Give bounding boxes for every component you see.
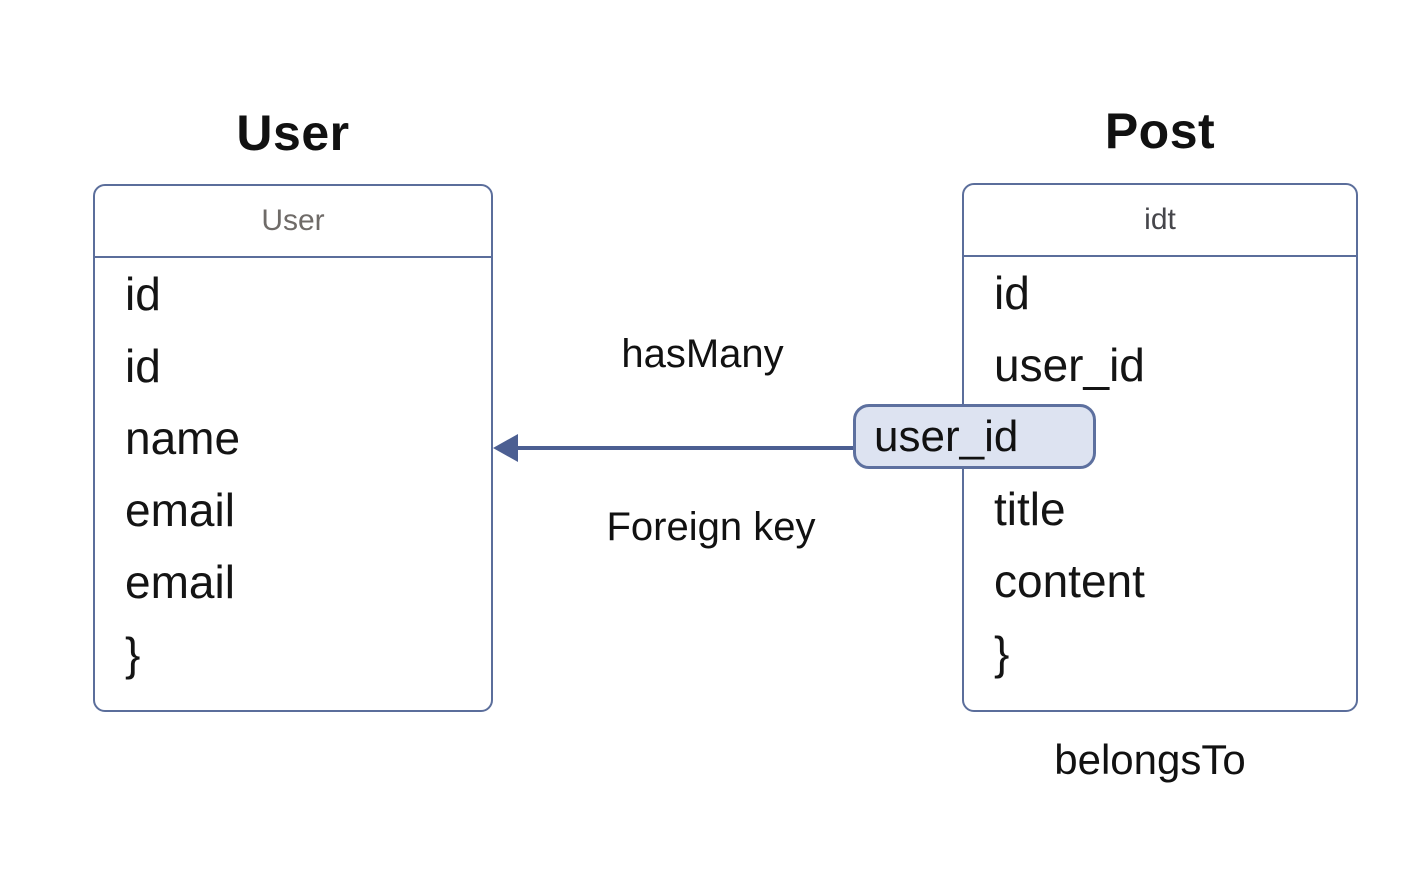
foreign-key-label: Foreign key — [606, 505, 816, 549]
user-entity-title: User — [236, 105, 350, 161]
user-table-header: User — [95, 186, 491, 258]
post-field-id: id — [994, 267, 1030, 319]
user-table-box: User id id name email email } — [93, 184, 493, 712]
foreign-key-arrowhead-icon — [493, 434, 518, 462]
post-field-user-id: user_id — [994, 339, 1145, 391]
post-field-content: content — [994, 555, 1145, 607]
post-field-list: id user_id title content } — [964, 257, 1356, 689]
user-field-email-1: email — [125, 484, 235, 536]
post-field-title: title — [994, 483, 1066, 535]
user-id-foreign-key-badge: user_id — [853, 404, 1096, 469]
has-many-label: hasMany — [621, 332, 784, 376]
user-field-list: id id name email email } — [95, 258, 491, 690]
user-field-closing-brace: } — [125, 628, 141, 680]
user-field-id-1: id — [125, 268, 161, 320]
foreign-key-arrow-line — [512, 446, 856, 450]
user-field-id-2: id — [125, 340, 161, 392]
user-field-name: name — [125, 412, 241, 464]
user-field-email-2: email — [125, 556, 235, 608]
post-table-header: idt — [964, 185, 1356, 257]
post-field-closing-brace: } — [994, 627, 1010, 679]
belongs-to-label: belongsTo — [1054, 736, 1246, 783]
post-entity-title: Post — [1104, 103, 1216, 159]
